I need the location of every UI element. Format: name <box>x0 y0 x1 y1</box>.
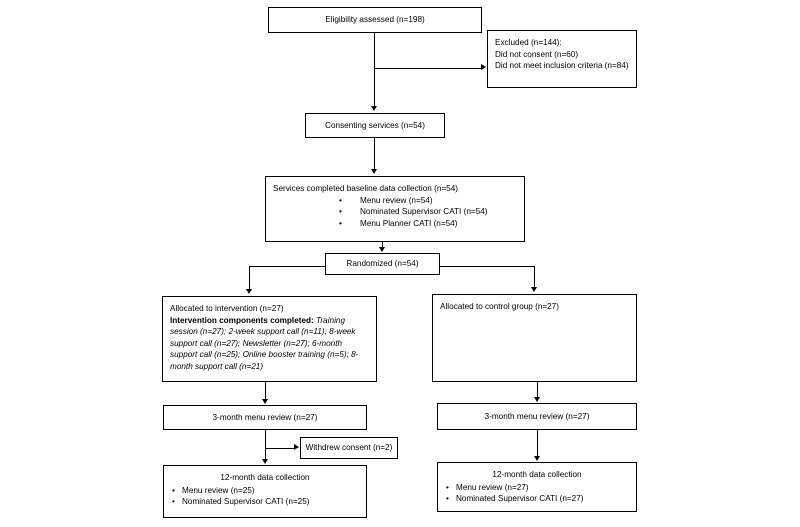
node-withdrew-consent-label: Withdrew consent (n=2) <box>305 443 393 453</box>
node-twelve-month-control-title: 12-month data collection <box>492 470 582 479</box>
node-intervention-components-label: Intervention components completed: <box>170 315 314 325</box>
node-eligibility-assessed: Eligibility assessed (n=198) <box>268 7 482 33</box>
node-excluded-line1: Excluded (n=144): <box>495 38 562 47</box>
connector-to-withdrew-consent <box>265 448 295 449</box>
list-item: Menu Planner CATI (n=54) <box>338 218 517 230</box>
node-excluded-line2: Did not consent (n=60) <box>495 49 579 59</box>
list-item: Menu review (n=25) <box>171 485 359 497</box>
node-allocated-intervention: Allocated to intervention (n=27) Interve… <box>162 296 377 382</box>
node-excluded-line3: Did not meet inclusion criteria (n=84) <box>495 61 629 70</box>
arrowhead-intervention <box>246 289 252 294</box>
node-allocated-control: Allocated to control group (n=27) <box>432 294 637 382</box>
node-intervention-components-detail: Training session (n=27); 2-week support … <box>170 315 359 371</box>
arrowhead-baseline <box>371 169 377 174</box>
node-twelve-month-control-bullet-list: Menu review (n=27) Nominated Supervisor … <box>445 482 629 505</box>
arrowhead-three-month-control <box>534 397 540 402</box>
node-consenting-services-label: Consenting services (n=54) <box>325 120 425 130</box>
connector-eligibility-to-consenting <box>374 33 375 107</box>
connector-trunk-to-excluded <box>374 68 482 69</box>
node-withdrew-consent: Withdrew consent (n=2) <box>300 437 398 459</box>
arrowhead-withdrew-consent <box>294 444 299 450</box>
list-item: Nominated Supervisor CATI (n=25) <box>171 496 359 508</box>
node-three-month-intervention-label: 3-month menu review (n=27) <box>212 412 318 422</box>
connector-randomized-right-drop <box>534 266 535 288</box>
node-randomized: Randomized (n=54) <box>325 253 440 275</box>
connector-consenting-to-baseline <box>374 138 375 170</box>
arrowhead-excluded <box>481 64 486 70</box>
node-intervention-line1: Allocated to intervention (n=27) <box>170 304 284 313</box>
node-baseline-data-collection: Services completed baseline data collect… <box>265 176 525 242</box>
node-consenting-services: Consenting services (n=54) <box>305 113 445 138</box>
arrowhead-control <box>531 287 537 292</box>
arrowhead-consenting <box>371 106 377 111</box>
connector-randomized-left <box>249 266 326 267</box>
node-twelve-month-intervention-title: 12-month data collection <box>220 473 310 482</box>
node-eligibility-assessed-label: Eligibility assessed (n=198) <box>325 15 425 25</box>
connector-intervention-to-three-month <box>265 382 266 400</box>
node-three-month-control-label: 3-month menu review (n=27) <box>484 411 590 421</box>
list-item: Menu review (n=27) <box>445 482 629 494</box>
connector-randomized-right <box>440 266 534 267</box>
arrowhead-twelve-month-intervention <box>262 459 268 464</box>
node-control-label: Allocated to control group (n=27) <box>440 302 560 311</box>
node-baseline-title: Services completed baseline data collect… <box>273 184 459 193</box>
connector-three-month-to-twelve-month-intervention <box>265 430 266 460</box>
node-three-month-menu-review-control: 3-month menu review (n=27) <box>437 403 637 430</box>
connector-baseline-to-randomized <box>382 242 383 248</box>
node-twelve-month-data-collection-control: 12-month data collection Menu review (n=… <box>437 462 637 512</box>
node-twelve-month-data-collection-intervention: 12-month data collection Menu review (n=… <box>163 465 367 518</box>
node-twelve-month-intervention-bullet-list: Menu review (n=25) Nominated Supervisor … <box>171 485 359 508</box>
list-item: Menu review (n=54) <box>338 195 517 207</box>
arrowhead-randomized <box>379 247 385 252</box>
node-three-month-menu-review-intervention: 3-month menu review (n=27) <box>163 405 367 430</box>
arrowhead-twelve-month-control <box>534 456 540 461</box>
node-randomized-label: Randomized (n=54) <box>346 259 419 269</box>
list-item: Nominated Supervisor CATI (n=54) <box>338 206 517 218</box>
arrowhead-three-month-intervention <box>262 399 268 404</box>
connector-randomized-left-drop <box>249 266 250 290</box>
connector-three-month-to-twelve-month-control <box>537 430 538 457</box>
node-baseline-bullet-list: Menu review (n=54) Nominated Supervisor … <box>338 195 517 230</box>
node-excluded: Excluded (n=144): Did not consent (n=60)… <box>487 30 637 88</box>
connector-control-to-three-month <box>537 382 538 398</box>
node-intervention-components: Intervention components completed: Train… <box>170 316 358 371</box>
list-item: Nominated Supervisor CATI (n=27) <box>445 493 629 505</box>
